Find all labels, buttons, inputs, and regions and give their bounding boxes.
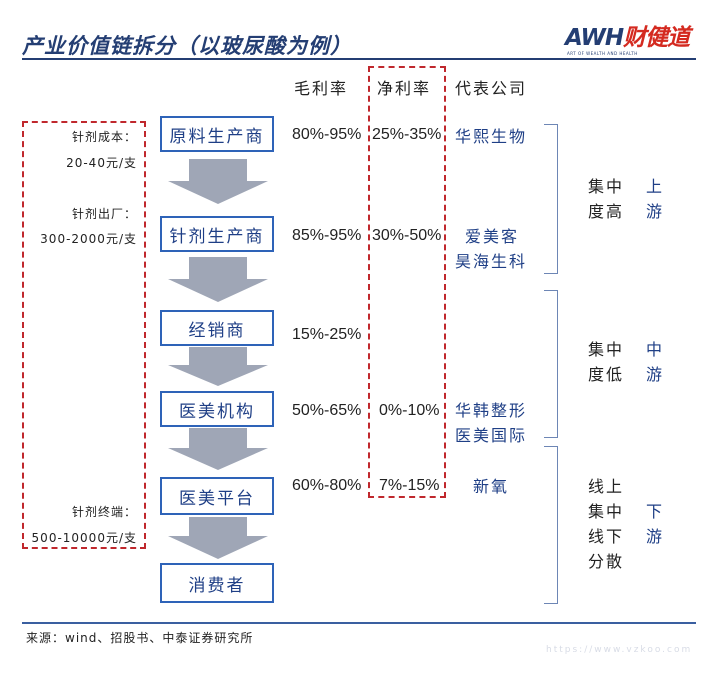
header-gross-margin: 毛利率 (294, 79, 349, 98)
segment-upstream-concentration: 集中 度高 (588, 177, 625, 221)
company-soyoung: 新氧 (473, 477, 510, 496)
segment-downstream-position: 下 游 (646, 502, 665, 546)
flow-arrow-1 (168, 159, 268, 204)
segment-midstream-concentration: 集中 度低 (588, 340, 625, 384)
bracket-midstream (544, 290, 558, 438)
gross-margin-injection-maker: 85%-95% (292, 227, 362, 244)
gross-margin-distributor: 15%-25% (292, 326, 362, 343)
watermark: https://www.vzkoo.com (546, 645, 693, 655)
company-yimei-intl: 医美国际 (455, 426, 528, 445)
segment-upstream-position: 上 游 (646, 177, 665, 221)
cost-label-3: 针剂终端： (71, 505, 137, 519)
source-note: 来源：wind、招股书、中泰证券研究所 (26, 631, 254, 645)
stage-box-raw-material: 原料生产商 (160, 116, 274, 152)
company-aimeike: 爱美客 (465, 227, 520, 246)
header-rule (22, 58, 696, 60)
header-net-margin: 净利率 (377, 79, 432, 98)
company-huaxi: 华熙生物 (455, 127, 528, 146)
segment-midstream-position: 中 游 (646, 340, 665, 384)
segment-downstream-concentration: 线上 集中 线下 分散 (588, 477, 625, 571)
cost-label-2: 针剂出厂： (71, 207, 137, 221)
net-margin-clinic: 0%-10% (379, 402, 440, 419)
page-title: 产业价值链拆分（以玻尿酸为例） (22, 34, 352, 58)
stage-box-consumer: 消费者 (160, 563, 274, 603)
bracket-upstream (544, 124, 558, 274)
company-huahan: 华韩整形 (455, 401, 528, 420)
cost-value-3: 500-10000元/支 (31, 531, 137, 545)
net-margin-platform: 7%-15% (379, 477, 440, 494)
logo-text-cn: 财健道 (623, 25, 690, 51)
header-company: 代表公司 (455, 79, 528, 98)
company-haohai: 昊海生科 (455, 252, 528, 271)
gross-margin-platform: 60%-80% (292, 477, 362, 494)
flow-arrow-3 (168, 347, 268, 386)
flow-arrow-2 (168, 257, 268, 302)
logo-text-latin: AWH (565, 25, 624, 51)
brand-logo: AWH财健道 ART OF WEALTH AND HEALTH (565, 25, 690, 56)
net-margin-highlight-frame (368, 66, 446, 498)
cost-highlight-frame (22, 121, 146, 549)
stage-box-clinic: 医美机构 (160, 391, 274, 427)
cost-value-2: 300-2000元/支 (40, 232, 137, 246)
stage-box-platform: 医美平台 (160, 477, 274, 515)
flow-arrow-5 (168, 517, 268, 559)
flow-arrow-4 (168, 428, 268, 470)
logo-tagline: ART OF WEALTH AND HEALTH (567, 51, 638, 56)
net-margin-raw-material: 25%-35% (372, 126, 442, 143)
stage-box-injection-maker: 针剂生产商 (160, 216, 274, 252)
cost-value-1: 20-40元/支 (66, 156, 137, 170)
footer-rule (22, 622, 696, 624)
gross-margin-clinic: 50%-65% (292, 402, 362, 419)
cost-label-1: 针剂成本： (71, 130, 137, 144)
stage-box-distributor: 经销商 (160, 310, 274, 346)
bracket-downstream (544, 446, 558, 604)
gross-margin-raw-material: 80%-95% (292, 126, 362, 143)
net-margin-injection-maker: 30%-50% (372, 227, 442, 244)
